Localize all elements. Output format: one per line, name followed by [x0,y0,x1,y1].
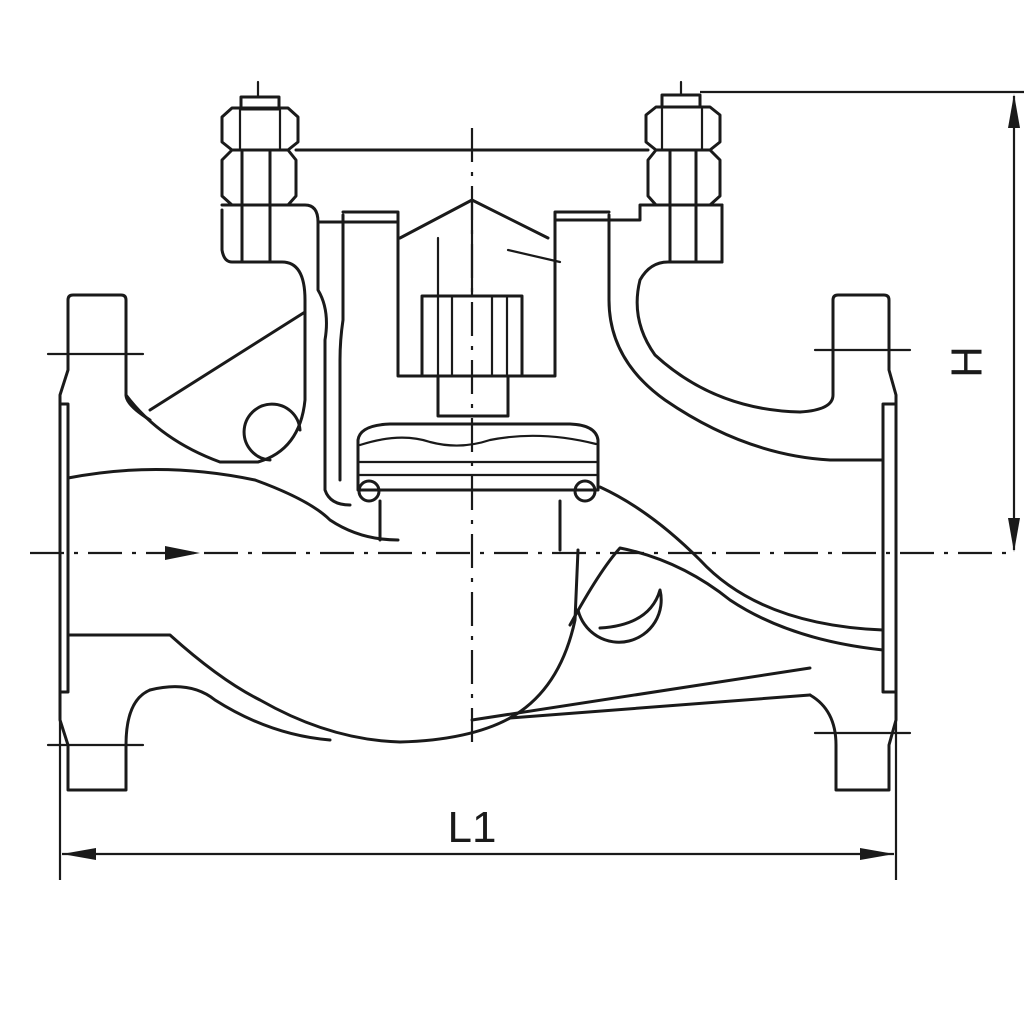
right-boss [576,588,663,644]
valve-disc [356,422,600,552]
left-bolt [220,80,300,264]
upper-rib-line [148,310,307,412]
seat-ring-left [357,479,381,503]
left-stud [240,148,272,264]
right-bolt [644,80,724,264]
left-flange [46,293,152,792]
lower-rib-line-upper [470,666,812,722]
right-flange-face [881,402,898,694]
height-arrow-top [1008,94,1020,128]
right-nut-upper [644,105,722,152]
valve-body [66,208,885,744]
seat-ring-right [573,479,597,503]
height-arrow-bottom [1008,518,1020,552]
left-nut-lower [220,148,298,207]
height-dimension: H [700,90,1024,552]
stem-lower [436,374,510,418]
left-nut-upper [220,106,300,152]
height-label: H [943,346,992,378]
left-boss [242,402,302,462]
flow-direction-arrow [165,546,200,560]
lower-rib-line-lower [508,693,812,720]
right-flange [798,293,912,792]
length-arrow-left [62,848,96,860]
bonnet [220,148,724,418]
length-arrow-right [860,848,894,860]
right-nut-lower [646,148,722,207]
left-flange-face [58,402,70,694]
length-dimension: L1 [58,720,898,880]
right-stud [668,148,698,264]
length-label: L1 [448,803,497,852]
